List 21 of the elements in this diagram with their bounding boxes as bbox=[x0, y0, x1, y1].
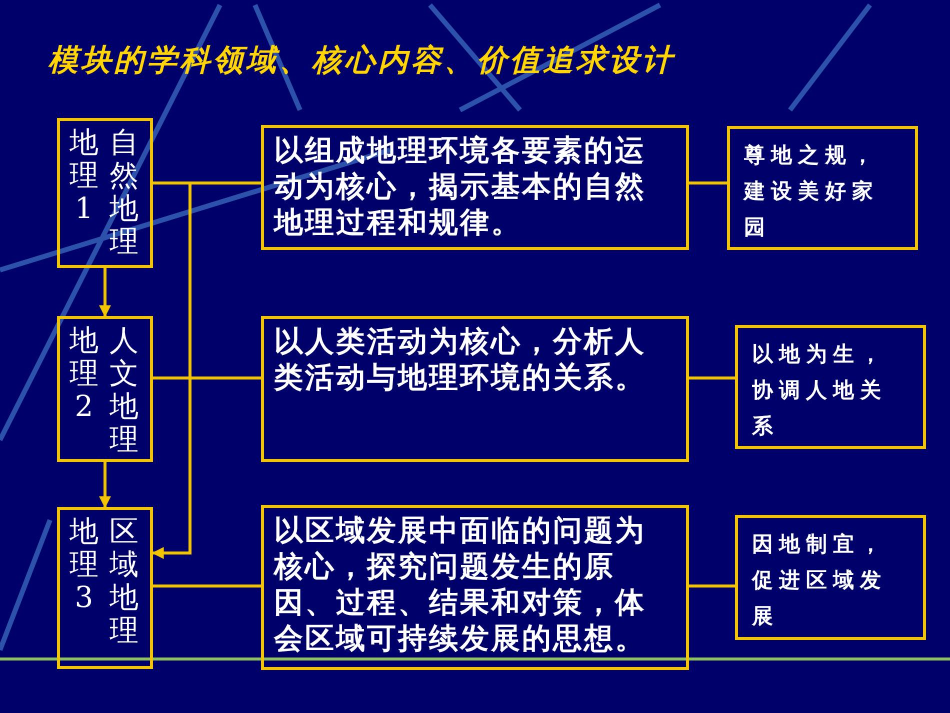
vertical-text: 自然地理地理1 bbox=[68, 126, 140, 259]
connector-line bbox=[689, 182, 727, 184]
subject-box bbox=[57, 118, 153, 268]
title: 模块的学科领域、核心内容、价值追求设计 bbox=[48, 42, 675, 80]
content-box: 以组成地理环境各要素的运动为核心，揭示基本的自然地理过程和规律。 bbox=[261, 125, 689, 250]
vertical-text: 人文地理地理2 bbox=[68, 324, 140, 457]
content-box: 以人类活动为核心，分析人类活动与地理环境的关系。 bbox=[261, 316, 689, 462]
content-box: 以区域发展中面临的问题为核心，探究问题发生的原因、过程、结果和对策，体会区域可持续发展的思想。 bbox=[261, 505, 689, 670]
value-box: 因地制宜，促进区域发展 bbox=[735, 515, 926, 640]
arrow bbox=[99, 268, 111, 318]
arrow bbox=[152, 182, 192, 559]
connector-line bbox=[153, 584, 261, 588]
subject-box bbox=[57, 507, 153, 669]
value-box: 以地为生，协调人地关系 bbox=[735, 325, 926, 449]
value-box: 尊地之规，建设美好家园 bbox=[727, 126, 918, 250]
connector-line bbox=[153, 376, 261, 380]
connector-line bbox=[689, 584, 735, 588]
connector-line bbox=[689, 376, 735, 380]
arrow bbox=[99, 462, 111, 508]
subject-box bbox=[57, 316, 153, 462]
vertical-text: 区域地理地理3 bbox=[68, 515, 140, 648]
